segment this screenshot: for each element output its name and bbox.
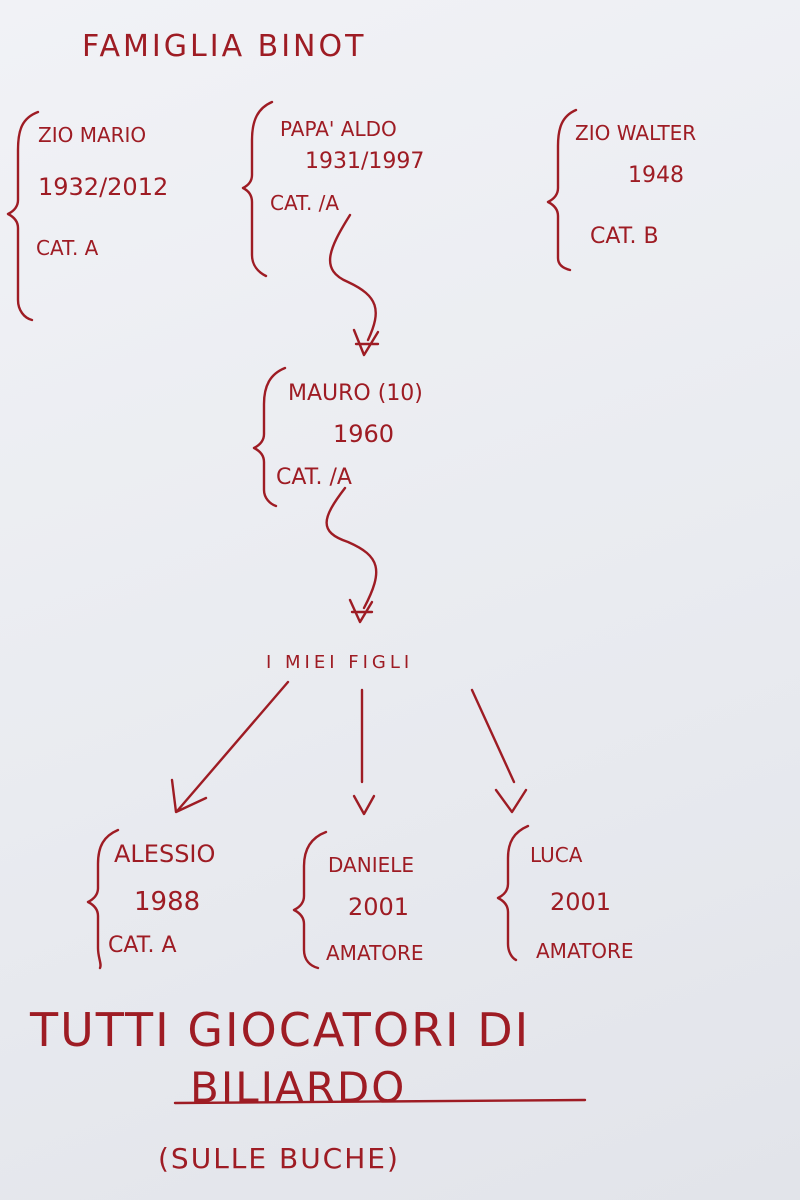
person-category: CAT. /A <box>270 191 339 215</box>
brace <box>86 828 120 970</box>
title: FAMIGLIA BINOT <box>82 29 366 64</box>
person-category: AMATORE <box>536 939 634 963</box>
person-years: 2001 <box>550 888 611 916</box>
person-category: CAT. /A <box>276 465 352 490</box>
person-category: CAT. A <box>36 236 99 260</box>
person-luca: LUCA 2001 AMATORE <box>496 824 634 963</box>
person-years: 1932/2012 <box>38 173 168 201</box>
footer-underline <box>173 1098 587 1105</box>
person-name: ZIO MARIO <box>38 123 146 147</box>
person-years: 1948 <box>628 163 684 188</box>
person-years: 1931/1997 <box>305 149 424 174</box>
person-category: CAT. B <box>590 224 659 249</box>
arrow-to-alessio <box>170 680 290 814</box>
brace <box>292 830 328 970</box>
person-name: ZIO WALTER <box>575 121 696 145</box>
person-years: 2001 <box>348 893 409 921</box>
person-papa-aldo: PAPA' ALDO 1931/1997 CAT. /A <box>241 100 424 278</box>
person-name: DANIELE <box>328 853 414 877</box>
children-label: I MIEI FIGLI <box>266 652 413 673</box>
person-name: MAURO (10) <box>288 381 423 406</box>
person-category: AMATORE <box>326 941 424 965</box>
footer-line-2: BILIARDO <box>190 1063 406 1112</box>
person-name: PAPA' ALDO <box>280 117 397 141</box>
person-zio-mario: ZIO MARIO 1932/2012 CAT. A <box>6 110 168 322</box>
person-zio-walter: ZIO WALTER 1948 CAT. B <box>546 108 696 272</box>
brace <box>6 110 40 322</box>
arrow-mauro-to-children <box>325 486 378 624</box>
person-years: 1988 <box>134 887 200 917</box>
footer-note: TUTTI GIOCATORI DI BILIARDO (SULLE BUCHE… <box>29 1003 587 1175</box>
footer-line-3: (SULLE BUCHE) <box>158 1142 400 1175</box>
brace <box>496 824 530 962</box>
person-alessio: ALESSIO 1988 CAT. A <box>86 828 215 970</box>
person-daniele: DANIELE 2001 AMATORE <box>292 830 424 970</box>
person-category: CAT. A <box>108 933 177 958</box>
brace <box>252 366 287 508</box>
person-name: LUCA <box>530 843 583 867</box>
brace <box>546 108 578 272</box>
arrow-to-luca <box>470 688 528 814</box>
person-years: 1960 <box>333 420 394 448</box>
footer-line-1: TUTTI GIOCATORI DI <box>29 1003 530 1057</box>
arrow-to-daniele <box>352 688 376 816</box>
person-name: ALESSIO <box>114 840 215 868</box>
person-mauro: MAURO (10) 1960 CAT. /A <box>252 366 423 508</box>
brace <box>241 100 274 278</box>
arrow-aldo-to-mauro <box>329 213 380 357</box>
